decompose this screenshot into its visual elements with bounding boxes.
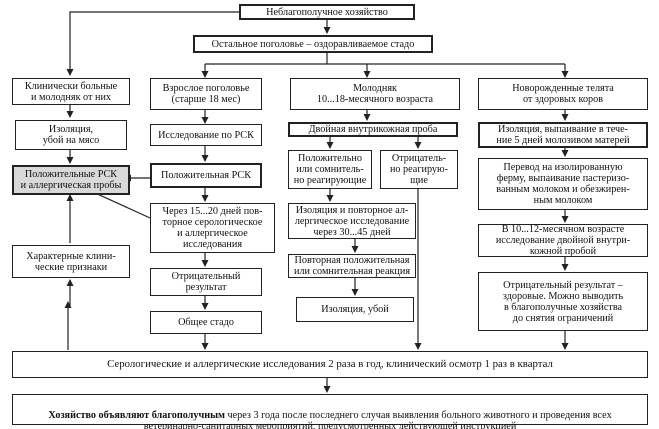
node-negative-healthy: Отрицательный результат – здоровые. Можн… bbox=[478, 272, 648, 331]
node-isolation-slaughter-young: Изоляция, убой bbox=[296, 297, 414, 322]
node-colostrum-feeding: Изоляция, выпаивание в тече- ние 5 дней … bbox=[478, 122, 648, 148]
node-double-intradermal-test: Двойная внутрикожная проба bbox=[288, 122, 458, 137]
node-negative-result: Отрицательный результат bbox=[150, 268, 262, 296]
node-isolation-retest-30-45: Изоляция и повторное ал- лергическое исс… bbox=[288, 203, 416, 239]
node-declared-safe: Хозяйство объявляют благополучным через … bbox=[12, 394, 648, 429]
node-transfer-isolated-farm: Перевод на изолированную ферму, выпаиван… bbox=[478, 158, 648, 210]
node-young-stock: Молодняк 10...18-месячного возраста bbox=[290, 78, 460, 110]
node-retest-15-20-days: Через 15...20 дней пов- торное серологич… bbox=[150, 203, 275, 253]
node-positive-rsk: Положительная РСК bbox=[150, 163, 262, 188]
node-negative-reacting: Отрицатель- но реагирую- щие bbox=[380, 150, 458, 189]
node-clinical-signs: Характерные клини- ческие признаки bbox=[12, 245, 130, 278]
node-adult-herd: Взрослое поголовье (старше 18 мес) bbox=[150, 78, 262, 110]
node-clinical-sick: Клинически больные и молодняк от них bbox=[12, 78, 130, 105]
node-positive-or-doubtful: Положительно или сомнитель- но реагирующ… bbox=[288, 150, 372, 189]
node-unsafe-farm: Неблагополучное хозяйство bbox=[239, 4, 415, 20]
node-common-herd: Общее стадо bbox=[150, 311, 262, 334]
declared-safe-text: через 3 года после последнего случая выя… bbox=[143, 410, 612, 429]
node-test-10-12-months: В 10...12-месячном возрасте исследование… bbox=[478, 224, 648, 257]
node-newborn-calves: Новорожденные телята от здоровых коров bbox=[478, 78, 648, 110]
node-rsk-test: Исследование по РСК bbox=[150, 124, 262, 146]
declared-safe-bold: Хозяйство объявляют благополучным bbox=[48, 410, 225, 421]
node-isolation-slaughter: Изоляция, убой на мясо bbox=[15, 120, 127, 150]
node-positive-rsk-allergy: Положительные РСК и аллергическая пробы bbox=[12, 165, 130, 195]
node-repeat-positive: Повторная положительная или сомнительная… bbox=[288, 254, 416, 278]
node-periodic-tests: Серологические и аллергические исследова… bbox=[12, 351, 648, 378]
node-remaining-herd: Остальное поголовье – оздоравливаемое ст… bbox=[193, 35, 433, 53]
